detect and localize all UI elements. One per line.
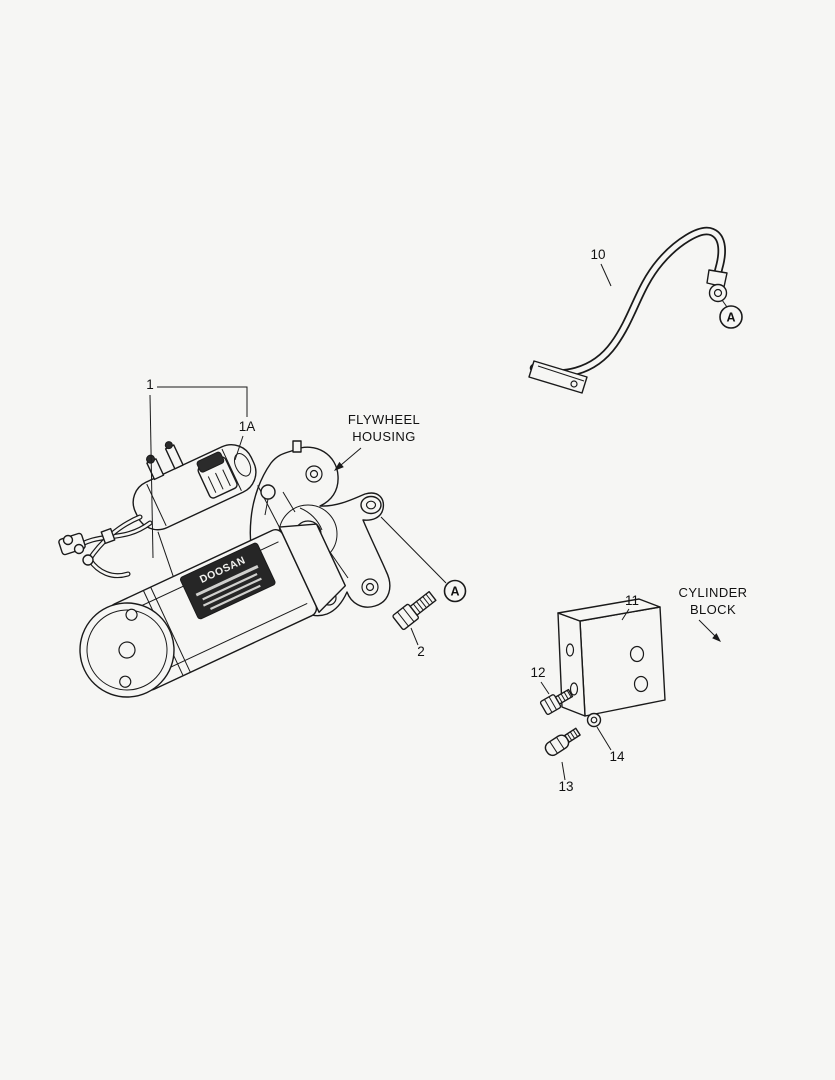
view-a-letter: A <box>450 585 459 599</box>
flange-stud <box>292 440 302 453</box>
view-marker-a-cable: A <box>719 299 743 329</box>
view-marker-a-flange: A <box>380 516 467 603</box>
cable-spade-terminal <box>528 360 588 394</box>
stud-item-13 <box>544 727 581 757</box>
callout-2-label: 2 <box>417 644 425 659</box>
view-a-circle <box>443 579 467 603</box>
washer-item-14 <box>586 712 602 728</box>
flywheel-housing-line1: FLYWHEEL <box>348 412 420 427</box>
cylinder-block-arrow <box>712 633 721 642</box>
view-a-circle <box>719 305 743 329</box>
callout-13-label: 13 <box>558 779 573 794</box>
end-cap <box>79 602 175 698</box>
solenoid-connector <box>196 451 238 499</box>
wire-clamp <box>100 527 116 545</box>
callout-11-label: 11 <box>625 593 639 608</box>
mounting-bracket <box>557 598 666 717</box>
view-a-letter: A <box>726 311 735 325</box>
battery-cable <box>528 226 728 394</box>
bolt-item-12 <box>539 688 574 716</box>
callout-item-13: 13 <box>558 761 574 794</box>
shift-lever-pivot <box>260 484 276 516</box>
callout-1-label: 1 <box>146 377 154 392</box>
callout-item-11: 11 <box>621 593 639 621</box>
flywheel-housing-label: FLYWHEEL HOUSING <box>334 412 420 471</box>
wiring-harness <box>58 514 153 579</box>
cylinder-block-label: CYLINDER BLOCK <box>679 585 748 642</box>
callout-item-14: 14 <box>596 726 625 764</box>
callout-14-label: 14 <box>609 749 625 764</box>
callout-item-1: 1 <box>146 377 248 559</box>
flywheel-housing-line2: HOUSING <box>352 429 415 444</box>
callout-item-10: 10 <box>590 247 612 287</box>
bolt-item-2 <box>392 590 437 631</box>
cable-ring-terminal <box>706 269 728 303</box>
callout-item-2: 2 <box>410 627 425 659</box>
callout-12-label: 12 <box>530 665 545 680</box>
callout-1a-label: 1A <box>239 419 256 434</box>
cylinder-block-line2: BLOCK <box>690 602 736 617</box>
starter-motor-body: DOOSAN <box>79 441 346 698</box>
flywheel-arrow <box>334 461 344 471</box>
callout-item-12: 12 <box>530 665 550 695</box>
cylinder-block-line1: CYLINDER <box>679 585 748 600</box>
callout-10-label: 10 <box>590 247 605 262</box>
callout-item-1a: 1A <box>234 419 256 461</box>
